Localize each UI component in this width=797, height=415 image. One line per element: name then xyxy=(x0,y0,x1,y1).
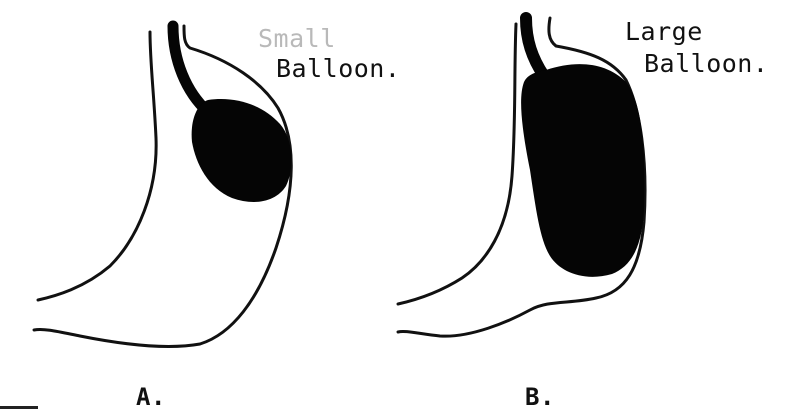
panel-b xyxy=(398,18,645,336)
stomach-inner-wall-b xyxy=(398,24,516,304)
panel-b-caption: B. xyxy=(525,383,555,411)
small-balloon-label-line1: Small xyxy=(258,25,336,53)
bottom-left-scan-mark xyxy=(0,406,38,409)
large-balloon-label-line1: Large xyxy=(625,18,703,46)
panel-a-caption: A. xyxy=(136,383,166,411)
small-balloon xyxy=(192,99,292,202)
panel-a xyxy=(34,26,291,346)
stomach-inner-wall-a xyxy=(38,32,156,300)
catheter-tube-b xyxy=(526,18,544,76)
small-balloon-label-line2: Balloon. xyxy=(276,55,400,83)
catheter-tube-a xyxy=(173,26,208,112)
large-balloon-label-line2: Balloon. xyxy=(644,50,768,78)
large-balloon xyxy=(521,64,644,277)
